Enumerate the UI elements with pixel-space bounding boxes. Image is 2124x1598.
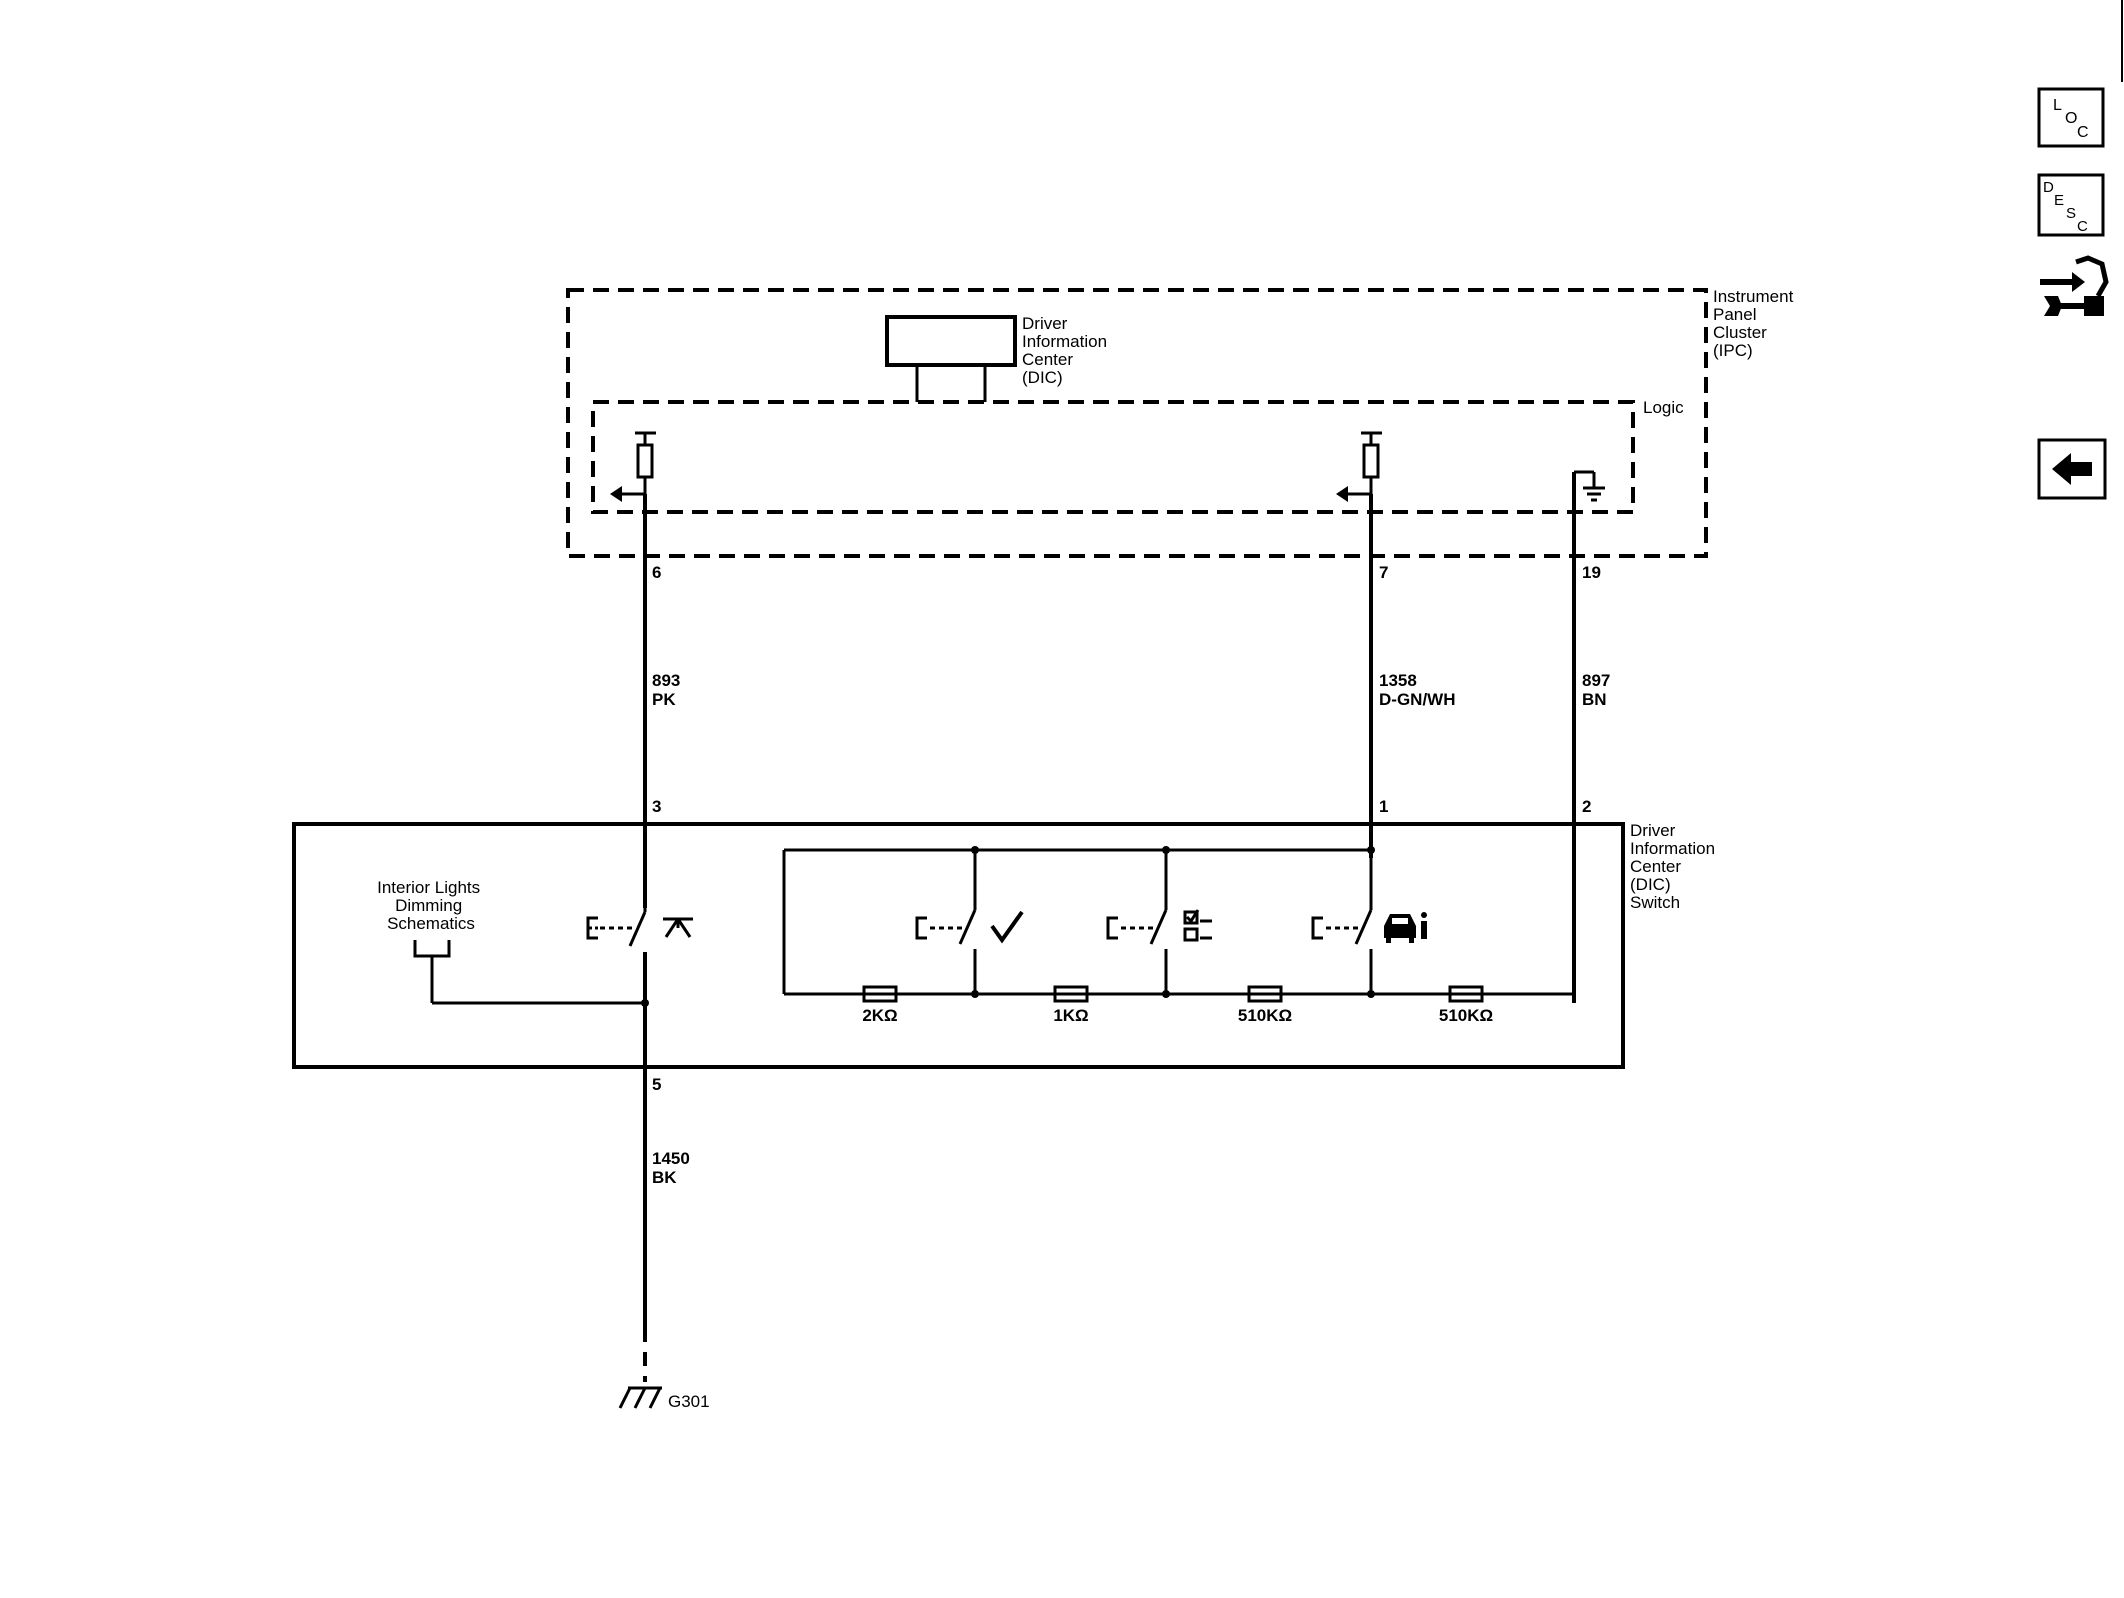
- pin-sw-3: 3: [652, 797, 661, 816]
- ipc-input-circuit-6: [610, 431, 656, 502]
- connector-wrench-icon[interactable]: [2040, 255, 2109, 316]
- ground-label: G301: [668, 1392, 710, 1411]
- logic-box: [591, 400, 1635, 514]
- pin-ipc-19: 19: [1582, 563, 1601, 582]
- dic-switch-label: Driver Information Center (DIC) Switch: [1630, 821, 1720, 912]
- dimming-icon: [663, 917, 693, 938]
- menu-switch: [1106, 895, 1186, 970]
- menu-list-icon: [1183, 909, 1212, 942]
- logic-label: Logic: [1643, 398, 1684, 417]
- vehicle-info-switch: [1311, 895, 1391, 970]
- back-button[interactable]: [2037, 438, 2107, 500]
- loc-button[interactable]: L O C: [2037, 87, 2105, 148]
- svg-text:510KΩ: 510KΩ: [1238, 1006, 1292, 1025]
- ipc-module-label: Instrument Panel Cluster (IPC): [1713, 287, 1798, 360]
- resistor-1k: 1KΩ: [1053, 985, 1089, 1025]
- svg-text:S: S: [2066, 205, 2076, 222]
- svg-text:C: C: [2077, 218, 2088, 235]
- pin-ipc-7: 7: [1379, 563, 1388, 582]
- svg-text:2KΩ: 2KΩ: [862, 1006, 897, 1025]
- wire-897-label: 897 BN: [1582, 671, 1615, 709]
- resistor-510k-a: 510KΩ: [1238, 985, 1292, 1025]
- interior-lights-label: Interior Lights Dimming Schematics: [377, 878, 485, 933]
- svg-text:D: D: [2043, 179, 2054, 196]
- resistor-510k-b: 510KΩ: [1439, 985, 1493, 1025]
- resistor-2k: 2KΩ: [862, 985, 898, 1025]
- dic-display-label: Driver Information Center (DIC): [1022, 314, 1112, 387]
- dic-display-box: [885, 315, 1017, 367]
- back-arrow-icon: [2052, 453, 2092, 485]
- svg-text:O: O: [2065, 110, 2077, 127]
- pin-sw-2: 2: [1582, 797, 1591, 816]
- pin-ipc-6: 6: [652, 563, 661, 582]
- desc-button[interactable]: D E S C: [2037, 173, 2105, 237]
- check-switch: [915, 895, 995, 970]
- dimming-switch: [586, 890, 660, 1003]
- wire-1450-label: 1450 BK: [652, 1149, 695, 1187]
- pin-sw-1: 1: [1379, 797, 1388, 816]
- wire-1358-label: 1358 D-GN/WH: [1379, 671, 1455, 709]
- wire-893-label: 893 PK: [652, 671, 685, 709]
- svg-text:L: L: [2053, 97, 2062, 114]
- svg-text:1KΩ: 1KΩ: [1053, 1006, 1088, 1025]
- vehicle-info-icon: [1384, 912, 1427, 943]
- svg-text:510KΩ: 510KΩ: [1439, 1006, 1493, 1025]
- dic-switch-box: [292, 822, 1625, 1069]
- ipc-input-circuit-7: [1336, 431, 1382, 502]
- ipc-module-box: [566, 288, 1708, 558]
- pin-sw-5: 5: [652, 1075, 661, 1094]
- check-icon: [990, 910, 1024, 944]
- svg-text:E: E: [2054, 192, 2064, 209]
- ipc-low-reference-19: [1572, 470, 1605, 508]
- chassis-ground-icon: [618, 1386, 662, 1409]
- interior-lights-connector: [413, 940, 649, 1007]
- svg-text:C: C: [2077, 124, 2089, 141]
